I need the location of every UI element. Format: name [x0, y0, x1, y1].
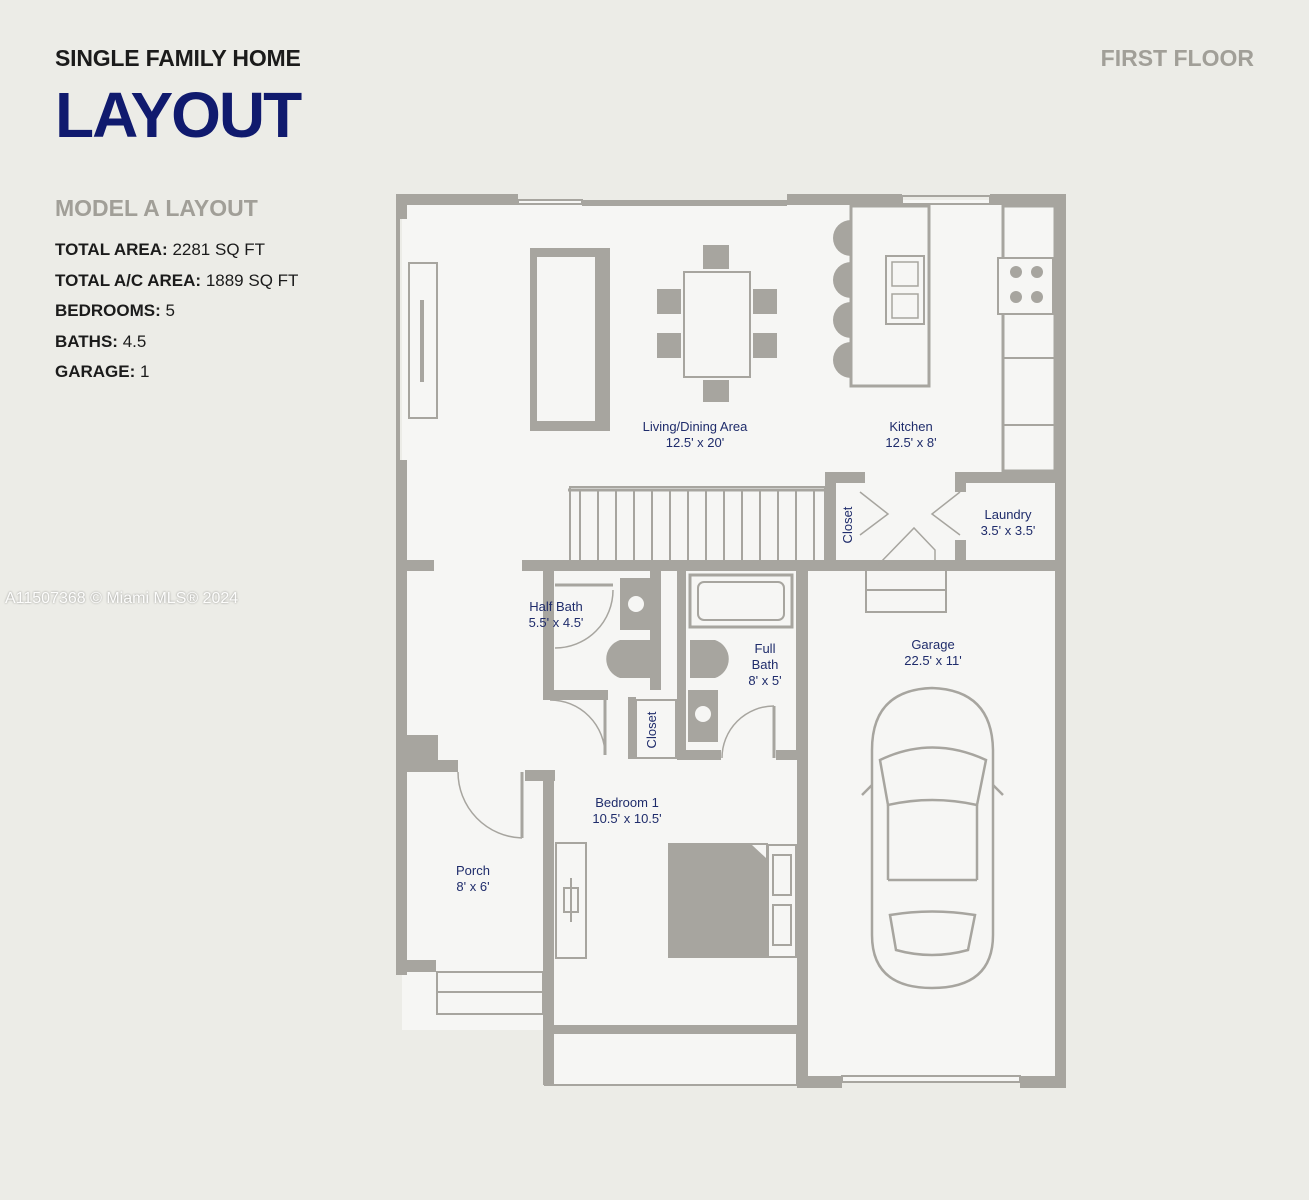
walls [396, 194, 1066, 1088]
stairs [568, 486, 826, 562]
label-kitchen-size: 12.5' x 8' [885, 435, 936, 450]
label-closet-hall: Closet [840, 506, 855, 543]
car [861, 686, 1004, 990]
stat-baths: BATHS: 4.5 [55, 331, 147, 351]
label-porch-size: 8' x 6' [456, 879, 489, 894]
label-laundry-size: 3.5' x 3.5' [981, 523, 1036, 538]
dresser [555, 842, 587, 959]
outlines [436, 195, 1021, 1086]
label-full-bath-name2: Bath [752, 657, 779, 672]
tv-console [408, 262, 438, 419]
label-full-bath-size: 8' x 5' [748, 673, 781, 688]
label-kitchen-name: Kitchen [889, 419, 932, 434]
bath-fixtures [606, 573, 794, 742]
label-garage-name: Garage [911, 637, 954, 652]
stat-total-area: TOTAL AREA: 2281 SQ FT [55, 240, 266, 259]
label-half-bath-name: Half Bath [529, 599, 582, 614]
doors [457, 491, 961, 839]
label-garage-size: 22.5' x 11' [904, 653, 961, 668]
label-closet-bed: Closet [644, 711, 659, 748]
stat-ac-area: TOTAL A/C AREA: 1889 SQ FT [55, 270, 299, 290]
floor-fill [402, 200, 1060, 1085]
label-living-size: 12.5' x 20' [666, 435, 724, 450]
model-heading: MODEL A LAYOUT [55, 195, 258, 221]
label-living-name: Living/Dining Area [643, 419, 749, 434]
floor-label: FIRST FLOOR [1100, 45, 1254, 71]
label-laundry-name: Laundry [985, 507, 1032, 522]
dining-table [657, 245, 777, 402]
label-bedroom-name: Bedroom 1 [595, 795, 659, 810]
watermark: A11507368 © Miami MLS® 2024 [5, 590, 239, 607]
plan-title: LAYOUT [55, 79, 302, 151]
label-porch-name: Porch [456, 863, 490, 878]
label-full-bath-name: Full [755, 641, 776, 656]
stat-garage: GARAGE: 1 [55, 362, 150, 381]
stat-bedrooms: BEDROOMS: 5 [55, 301, 175, 320]
label-bedroom-size: 10.5' x 10.5' [592, 811, 661, 826]
kitchen-counter [997, 204, 1057, 473]
plan-subtitle: SINGLE FAMILY HOME [55, 45, 301, 71]
stats-list: TOTAL AREA: 2281 SQ FT TOTAL A/C AREA: 1… [55, 238, 298, 391]
bed [668, 843, 797, 958]
sofa [530, 248, 610, 431]
label-half-bath-size: 5.5' x 4.5' [529, 615, 584, 630]
kitchen-island [833, 204, 931, 388]
